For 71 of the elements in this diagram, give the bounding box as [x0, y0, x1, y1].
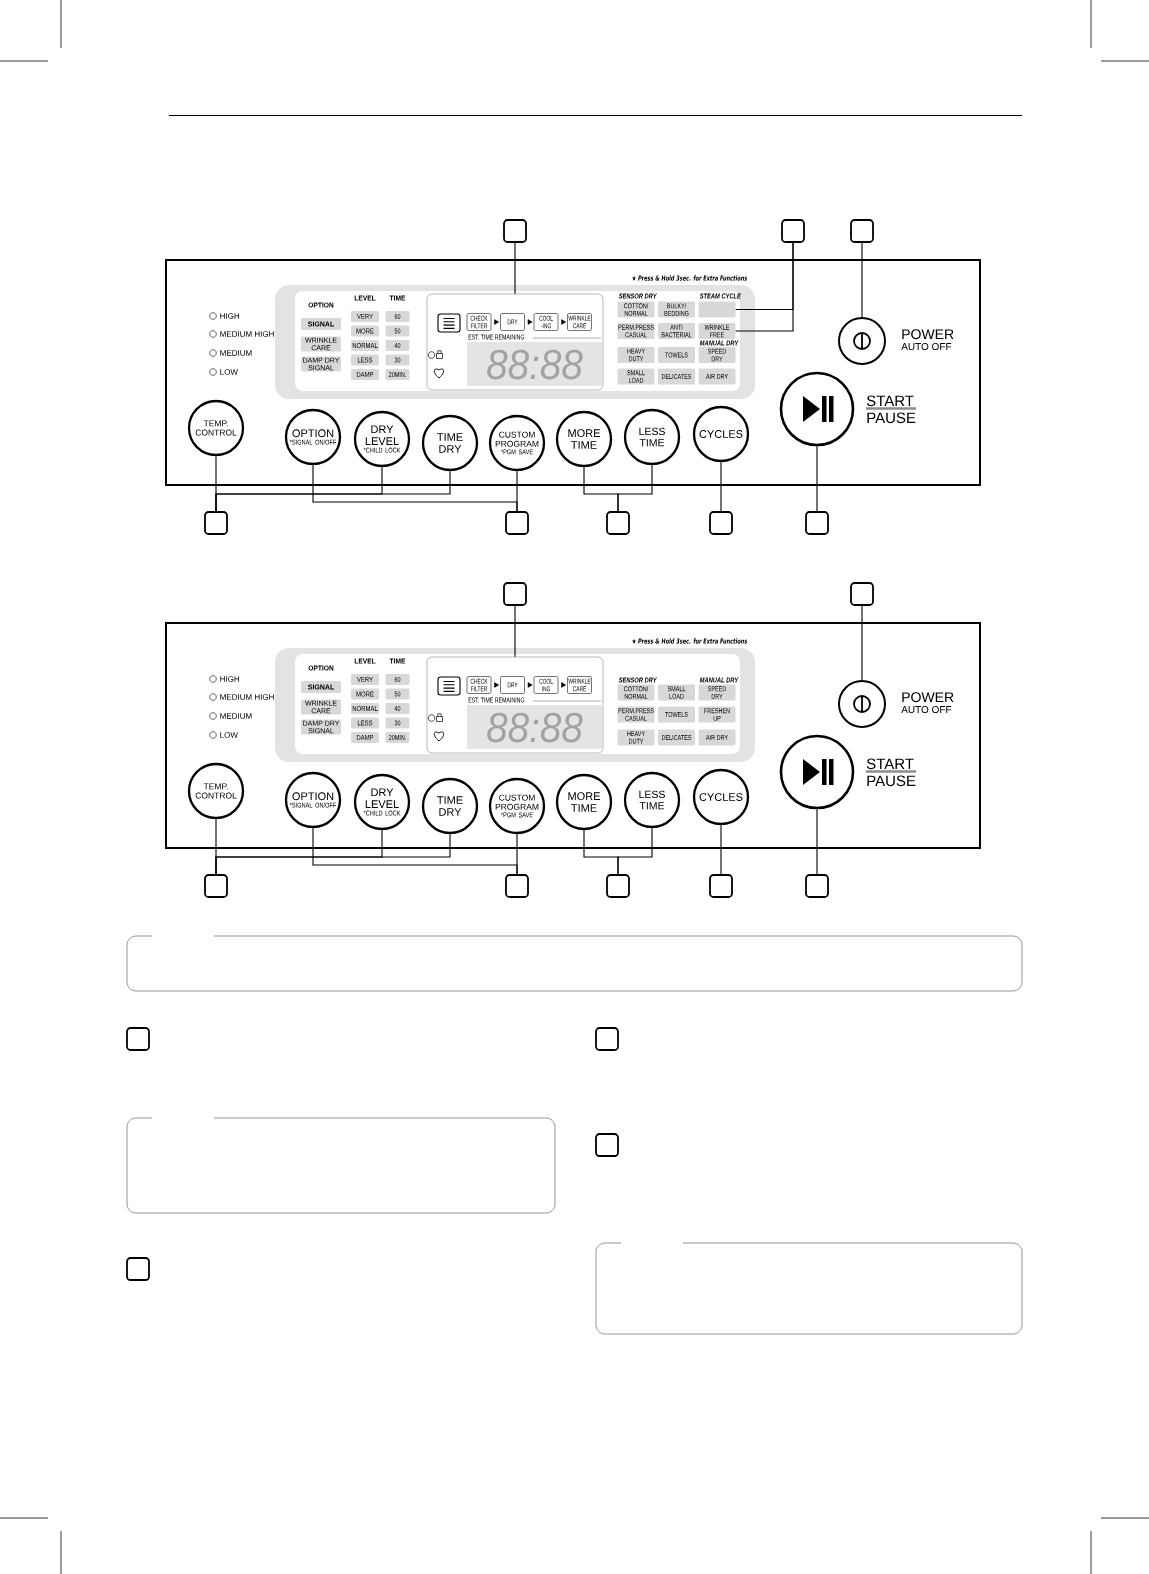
arrow: [494, 319, 499, 325]
button-label: PAUSE: [867, 412, 916, 424]
indicator-label: LOW: [220, 369, 238, 375]
button-label: START: [866, 395, 914, 407]
callout-box: [126, 1257, 150, 1281]
callout-box: [503, 582, 527, 606]
time-readout: 88:88: [467, 342, 602, 386]
arrow: [561, 319, 566, 325]
leader-line: [861, 605, 863, 681]
callout-box: [606, 511, 630, 535]
callout-box: [709, 874, 733, 898]
leader-line: [861, 242, 863, 318]
arrow: [527, 319, 533, 325]
cycle-tag: [698, 301, 736, 318]
button-label: POWER: [902, 692, 954, 703]
callout-box: [606, 874, 630, 898]
callout-box: [503, 219, 527, 243]
round-button: CYCLES: [692, 405, 750, 463]
leader-line: [514, 242, 516, 295]
round-button: LESS TIME: [623, 408, 681, 466]
callout-box: [126, 1027, 150, 1051]
callout-box: [781, 219, 805, 243]
button-label: PAUSE: [867, 775, 916, 787]
button-label: POWER: [902, 329, 954, 340]
leader-line: [215, 470, 451, 512]
round-button: TEMP. CONTROL: [187, 762, 245, 820]
round-button: TIME DRY: [421, 777, 479, 835]
leader-line: [617, 464, 653, 512]
callout-box: [505, 874, 529, 898]
callout-box: [805, 511, 829, 535]
indicator-label: HIGH: [220, 676, 240, 682]
callout-box: [204, 511, 228, 535]
indicator-label: MEDIUM: [220, 713, 252, 719]
round-button: MORE TIME: [555, 410, 613, 468]
leader-line: [735, 242, 794, 332]
arrow: [561, 682, 566, 688]
indicator-label: LOW: [220, 732, 238, 738]
round-button: MORE TIME: [555, 773, 613, 831]
callout-box: [805, 874, 829, 898]
callout-box: [595, 1133, 619, 1157]
callout-box: [204, 874, 228, 898]
callout-box: [850, 219, 874, 243]
callout-box: [850, 582, 874, 606]
leader-line: [720, 461, 722, 512]
leader-line: [816, 445, 818, 512]
indicator-label: HIGH: [220, 313, 240, 319]
button-label: AUTO OFF: [901, 706, 952, 714]
leader-line: [215, 833, 451, 875]
round-button: TIME DRY: [421, 414, 479, 472]
indicator-label: MEDIUM HIGH: [220, 694, 274, 700]
callout-box: [709, 511, 733, 535]
leader-line: [816, 808, 818, 875]
time-readout: 88:88: [467, 705, 602, 749]
leader-line: [516, 833, 518, 875]
control-panel: [165, 259, 981, 486]
round-button: LESS TIME: [623, 771, 681, 829]
indicator-label: MEDIUM: [220, 350, 252, 356]
round-button: TEMP. CONTROL: [187, 399, 245, 457]
indicator-label: MEDIUM HIGH: [220, 331, 274, 337]
round-button: CYCLES: [692, 768, 750, 826]
arrow: [494, 682, 499, 688]
button-label: START: [866, 758, 914, 770]
leader-line: [514, 605, 516, 658]
leader-line: [516, 470, 518, 512]
leader-line: [720, 824, 722, 875]
callout-box: [505, 511, 529, 535]
arrow: [527, 682, 533, 688]
leader-line: [617, 827, 653, 875]
button-label: AUTO OFF: [901, 343, 952, 351]
callout-box: [595, 1027, 619, 1051]
control-panel: [165, 622, 981, 849]
